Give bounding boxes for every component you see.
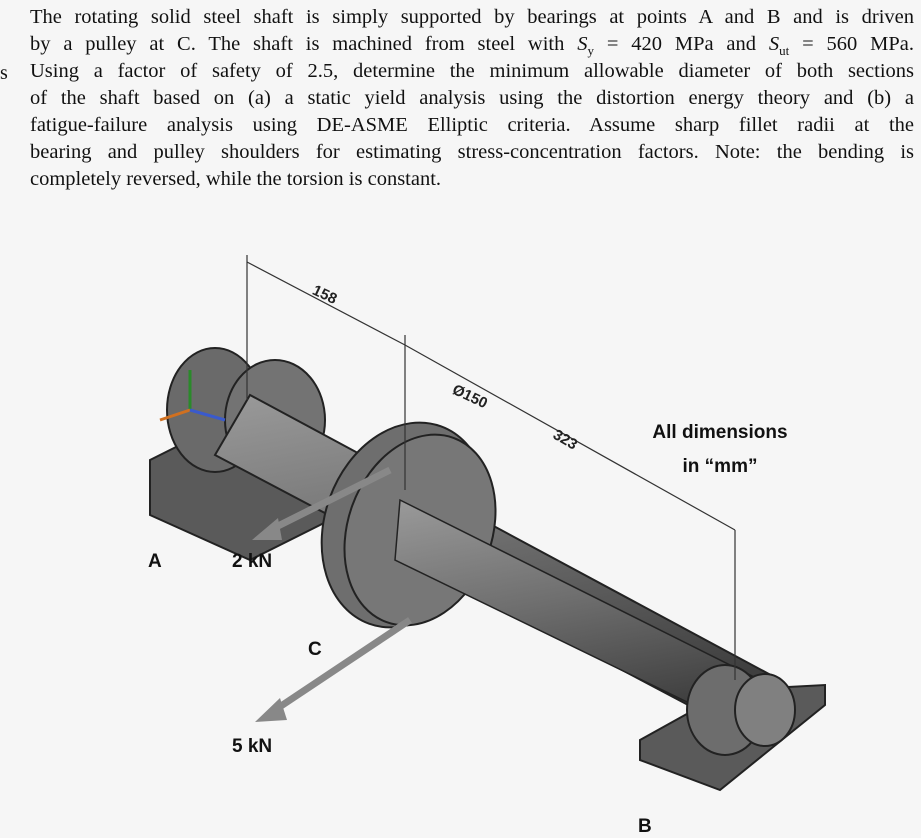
dimension-158: 158	[310, 282, 340, 308]
dimension-323: 323	[550, 426, 580, 453]
problem-line-2: by a pulley at C. The shaft is machined …	[30, 31, 914, 58]
label-b: B	[638, 816, 652, 837]
units-note-line-2: in “mm”	[683, 456, 758, 477]
problem-line-7: completely reversed, while the torsion i…	[30, 168, 442, 190]
units-note-line-1: All dimensions	[652, 422, 787, 443]
problem-line-6: bearing and pulley shoulders for estimat…	[30, 141, 914, 163]
force-arrow-2kn	[252, 466, 392, 540]
pulley-c	[320, 421, 782, 736]
dimension-diameter: Ø150	[450, 381, 490, 412]
axis-triad-icon	[159, 370, 226, 422]
sut-value: = 560 MPa.	[789, 33, 914, 55]
sy-value: = 420 MPa and	[593, 33, 769, 55]
bearing-b	[639, 664, 826, 792]
problem-line-3: Using a factor of safety of 2.5, determi…	[30, 60, 914, 82]
sut-symbol: S	[768, 33, 780, 55]
force-label-2kn: 2 kN	[232, 551, 272, 572]
force-label-5kn: 5 kN	[232, 736, 272, 757]
problem-line-2-text: by a pulley at C. The shaft is machined …	[30, 33, 578, 55]
label-c: C	[308, 639, 322, 660]
problem-statement: The rotating solid steel shaft is simply…	[30, 4, 914, 193]
problem-line-5: fatigue-failure analysis using DE-ASME E…	[30, 114, 914, 136]
margin-mark: s	[0, 62, 8, 84]
sy-sub: y	[587, 43, 594, 59]
label-a: A	[148, 551, 162, 572]
dimension-lines	[246, 255, 736, 680]
problem-line-1: The rotating solid steel shaft is simply…	[30, 6, 914, 28]
sut-sub: ut	[779, 43, 790, 59]
problem-line-4: of the shaft based on (a) a static yield…	[30, 87, 914, 109]
force-arrow-5kn	[255, 617, 412, 722]
sy-symbol: S	[577, 33, 588, 55]
